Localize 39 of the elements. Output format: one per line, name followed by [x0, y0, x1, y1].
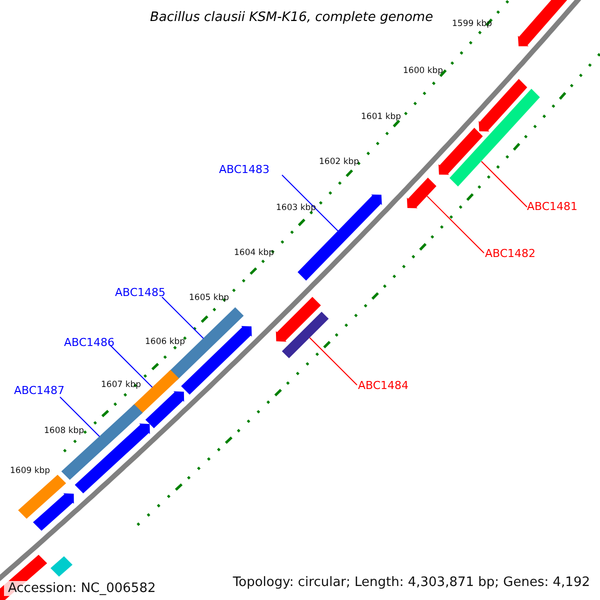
title: Bacillus clausii KSM-K16, complete genome	[150, 11, 434, 24]
gene-feature	[276, 296, 321, 342]
gene-label: ABC1481	[527, 201, 578, 212]
gene-bar	[168, 307, 244, 380]
leader-line	[60, 396, 100, 438]
leader-line	[162, 296, 204, 339]
gene-label: ABC1484	[358, 380, 409, 391]
scale-label: 1600 kbp	[403, 67, 444, 76]
scale-label: 1609 kbp	[10, 467, 50, 476]
gene-label: ABC1487	[14, 385, 65, 396]
gene-feature	[438, 128, 483, 175]
gene-feature	[298, 194, 382, 281]
gene-feature	[145, 391, 184, 428]
gene-feature	[406, 178, 436, 208]
gene-label: ABC1482	[485, 248, 536, 259]
scale-label: 1602 kbp	[319, 158, 360, 166]
leader-line	[426, 196, 484, 254]
gene-label: ABC1485	[115, 287, 166, 298]
leader-line	[282, 174, 339, 232]
gene-bar	[282, 312, 329, 358]
gene-label: ABC1483	[219, 164, 270, 175]
scale-label: 1604 kbp	[234, 249, 274, 258]
scale-label: 1601 kbp	[361, 113, 402, 122]
leader-line	[309, 337, 358, 386]
gene-feature	[33, 493, 74, 531]
scale-label: 1599 kbp	[452, 20, 492, 28]
scale-label: 1603 kbp	[276, 204, 316, 212]
leader-line	[480, 160, 528, 208]
gene-feature	[478, 78, 528, 132]
scale-label: 1606 kbp	[145, 338, 186, 346]
scale-label: 1608 kbp	[44, 427, 84, 436]
gene-bar	[450, 88, 540, 186]
gene-bar	[18, 474, 66, 519]
gene-label: ABC1486	[64, 337, 115, 348]
leader-line	[110, 344, 153, 388]
scale-label: 1605 kbp	[189, 294, 230, 302]
genome-info-text: Topology: circular; Length: 4,303,871 bp; Genes: 4,192	[232, 576, 590, 589]
scale-label: 1607 kbp	[101, 381, 142, 390]
gene-bar	[50, 556, 72, 577]
